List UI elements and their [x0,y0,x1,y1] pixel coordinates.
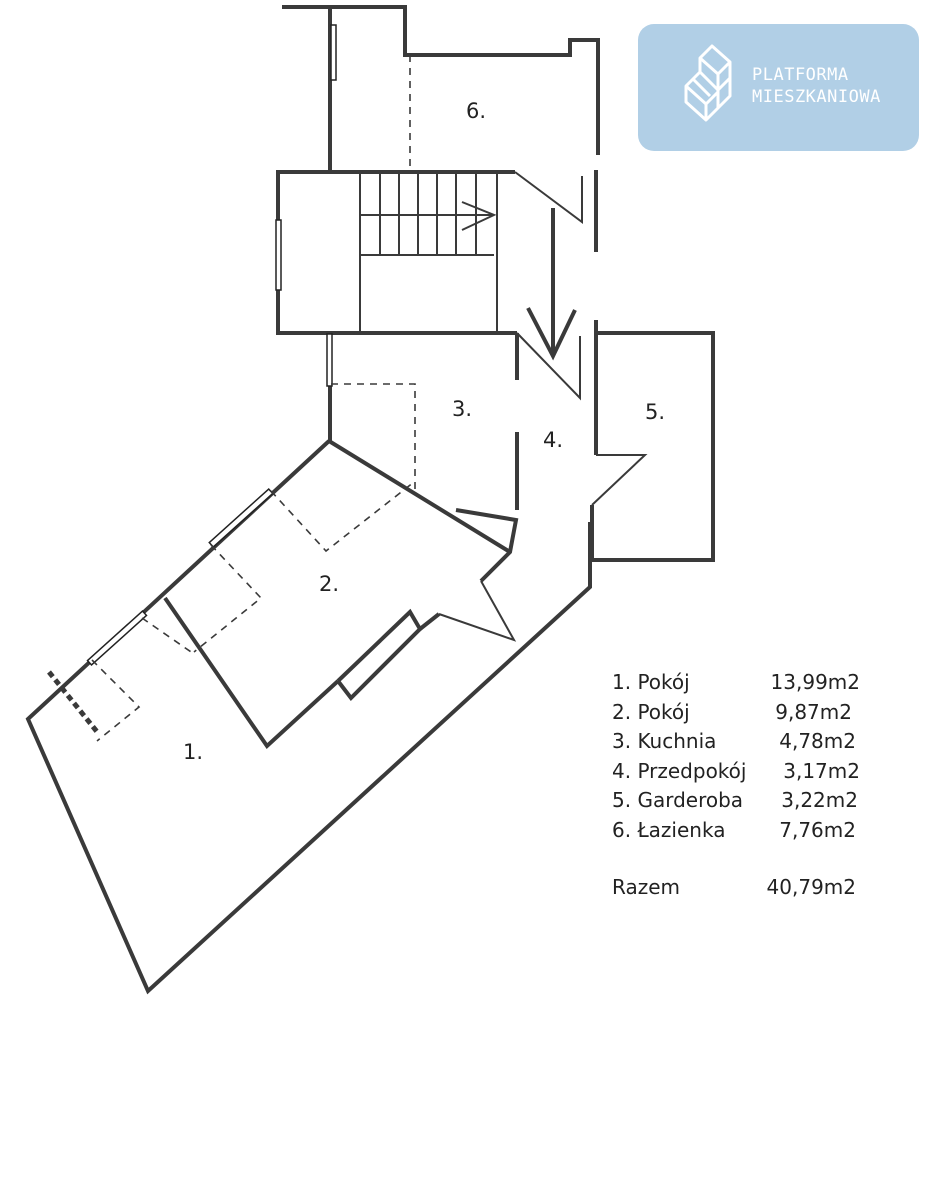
room-label-4: 4. [543,428,564,452]
legend-room-name: 6. Łazienka [612,817,726,842]
legend-row: 2. Pokój 9,87m2 [612,700,872,730]
building-blocks-icon [684,44,732,122]
room-1-2-walls [25,439,592,995]
logo-line-2: MIESZKANIOWA [752,87,881,107]
kitchen-hall-walls [326,332,581,510]
room-label-1: 1. [183,740,204,764]
room-5-walls [590,320,715,562]
legend-row: 3. Kuchnia 4,78m2 [612,729,872,759]
legend-total-row: Razem 40,79m2 [612,875,872,905]
legend-room-area: 3,17m2 [783,758,860,783]
legend-total-label: Razem [612,875,680,899]
platforma-mieszkaniowa-logo: PLATFORMA MIESZKANIOWA [638,24,919,151]
entrance-arrow [526,208,577,361]
legend-row: 4. Przedpokój 3,17m2 [612,759,872,789]
area-legend: 1. Pokój 13,99m2 2. Pokój 9,87m2 3. Kuchni… [612,670,872,905]
legend-room-area: 7,76m2 [779,817,856,842]
room-label-6: 6. [466,99,487,123]
legend-room-name: 1. Pokój [612,670,690,694]
legend-room-area: 9,87m2 [775,699,852,724]
room-label-5: 5. [645,400,666,424]
legend-room-area: 3,22m2 [781,788,858,812]
legend-total-area: 40,79m2 [766,875,856,899]
legend-row: 5. Garderoba 3,22m2 [612,788,872,818]
legend-room-area: 4,78m2 [779,729,856,753]
room-label-3: 3. [452,397,473,421]
legend-room-name: 2. Pokój [612,699,690,724]
legend-room-name: 4. Przedpokój [612,758,747,783]
legend-room-name: 5. Garderoba [612,788,744,812]
legend-row: 1. Pokój 13,99m2 [612,670,872,700]
room-6-walls [282,5,600,170]
legend-room-name: 3. Kuchnia [612,729,717,753]
staircase [275,170,598,335]
logo-line-1: PLATFORMA [752,65,849,85]
legend-room-area: 13,99m2 [770,670,860,694]
legend-row: 6. Łazienka 7,76m2 [612,818,872,848]
room-label-2: 2. [319,572,340,596]
